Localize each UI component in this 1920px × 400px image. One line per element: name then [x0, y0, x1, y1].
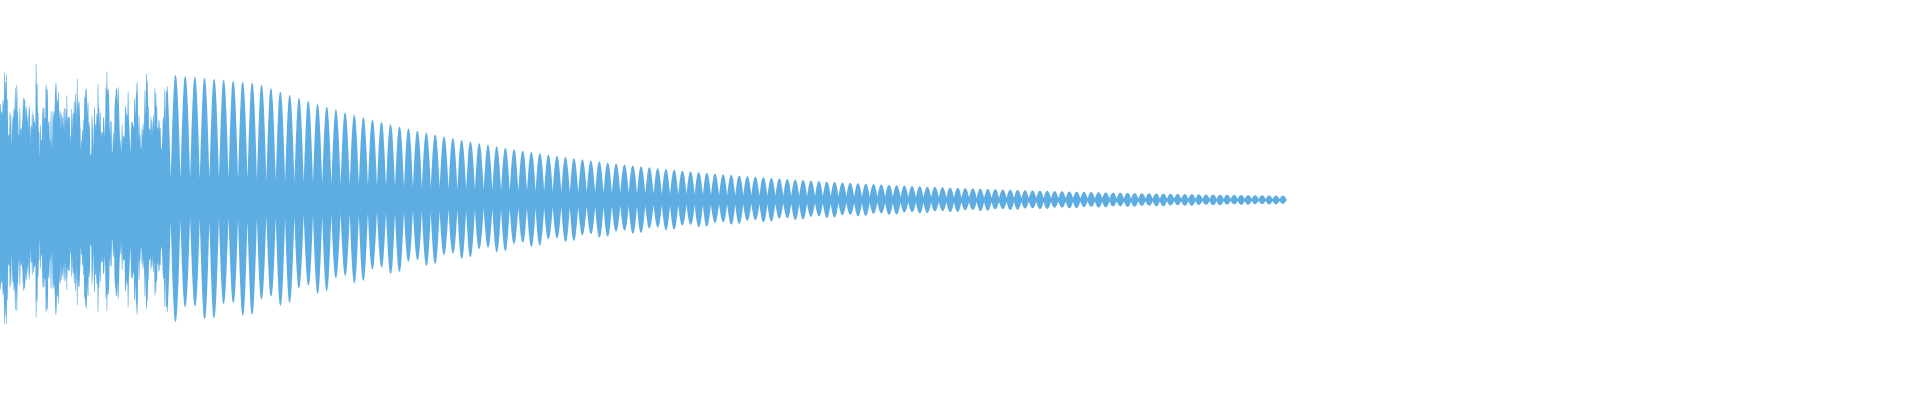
waveform-shape: [0, 64, 1287, 325]
